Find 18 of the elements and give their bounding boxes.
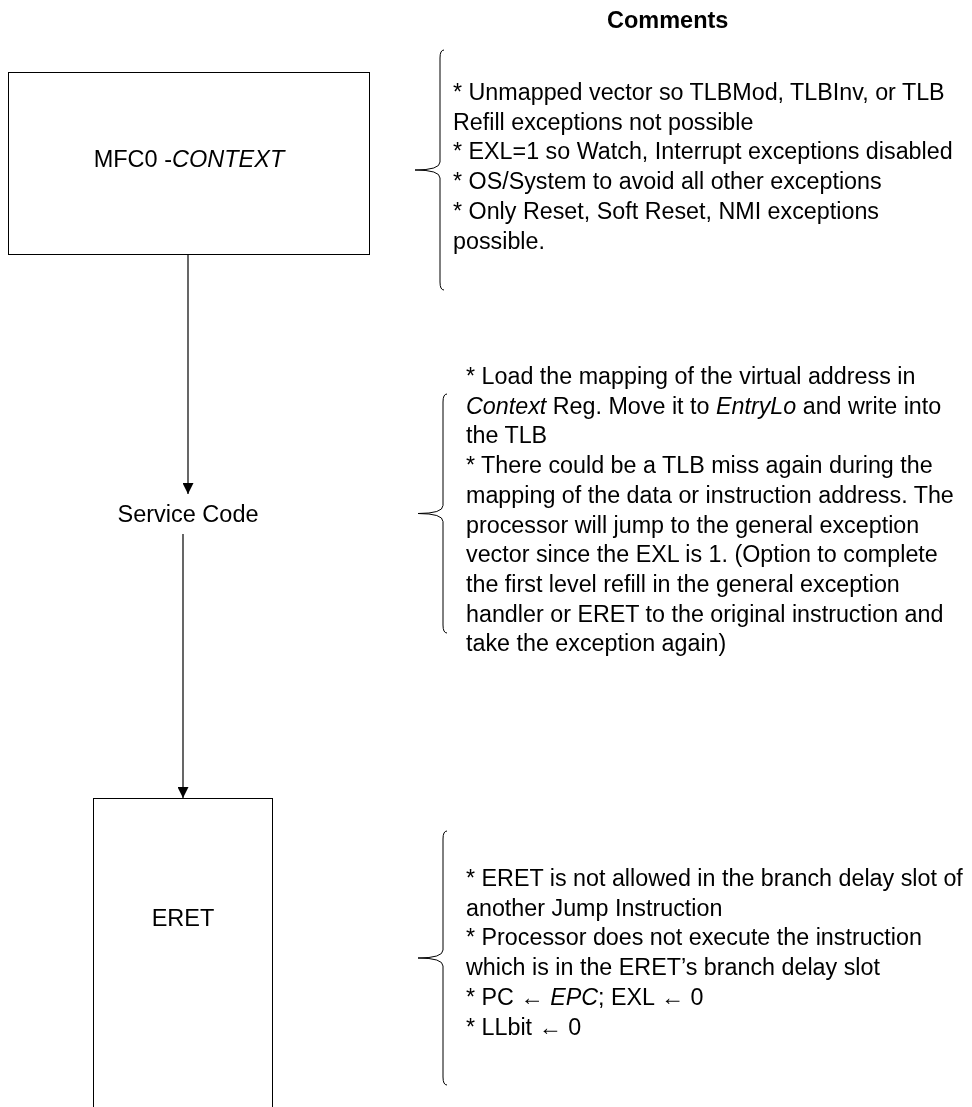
arrow xyxy=(177,533,189,799)
comment-text: * ERET is not allowed in the branch delay slot of another Jump Instruction xyxy=(466,864,964,923)
process-box xyxy=(8,72,370,255)
comment-text: * EXL=1 so Watch, Interrupt exceptions disabled xyxy=(453,137,954,167)
step-label: MFC0 -CONTEXT xyxy=(93,146,285,173)
column-heading: Comments xyxy=(607,7,729,34)
comment-text: * There could be a TLB miss again during the mapping of the data or instruction address. The processor will jump to the general exception vector since the EXL is 1. (Option to complete the first level refill in the general exception handler or ERET to the original instruction and take the exception again) xyxy=(466,451,955,659)
comment-text: * PC ← EPC; EXL ← 0 xyxy=(466,982,705,1012)
comment-text: * OS/System to avoid all other exceptions xyxy=(453,167,883,197)
comment-text: * LLbit ← 0 xyxy=(466,1012,583,1042)
step-label: Service Code xyxy=(117,500,259,528)
comment-text: * Only Reset, Soft Reset, NMI exceptions possible. xyxy=(453,196,880,256)
process-box xyxy=(93,798,273,1107)
comment-text: * Load the mapping of the virtual address in Context Reg. Move it to EntryLo and write into the TLB xyxy=(466,362,943,451)
step-label: ERET xyxy=(151,904,215,932)
comment-text: * Processor does not execute the instruction which is in the ERET’s branch delay slot xyxy=(466,923,923,983)
comment-text: * Unmapped vector so TLBMod, TLBInv, or TLB Refill exceptions not possible xyxy=(453,78,946,137)
arrow xyxy=(182,254,194,495)
